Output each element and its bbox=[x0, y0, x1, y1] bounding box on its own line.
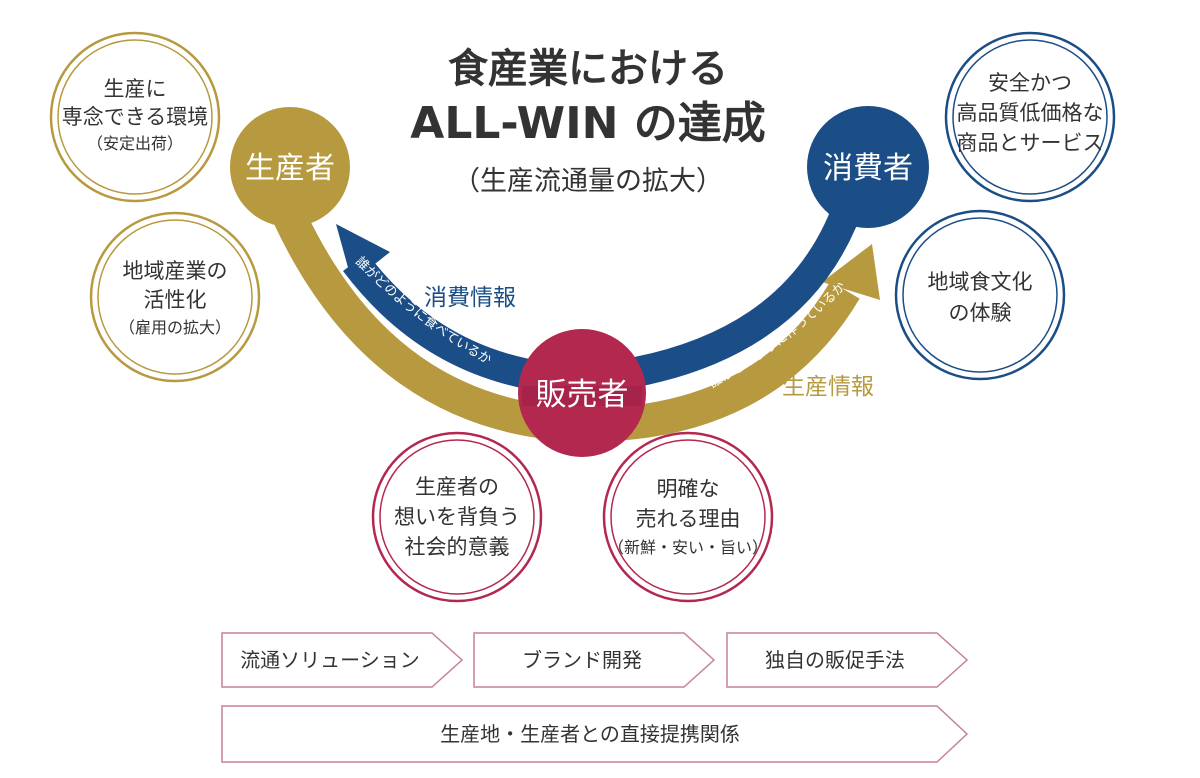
bubble-consumer-quality-line-1: 安全かつ bbox=[988, 71, 1072, 95]
solution-base-label: 生産地・生産者との直接提携関係 bbox=[440, 722, 740, 746]
solution-chevron-2-label: ブランド開発 bbox=[522, 648, 642, 672]
bubble-producer-region-line-1: 地域産業の bbox=[123, 259, 228, 283]
bubble-producer-environment: 生産に 専念できる環境 （安定出荷） bbox=[49, 31, 221, 203]
bubble-consumer-quality-line-2: 高品質低価格な bbox=[957, 101, 1104, 125]
bubble-consumer-quality-line-3: 商品とサービス bbox=[957, 131, 1104, 155]
consumption-flow-arrowhead bbox=[336, 224, 390, 282]
consumer-hub bbox=[807, 106, 929, 228]
solution-base-chevron: 生産地・生産者との直接提携関係 bbox=[221, 705, 969, 763]
bubble-consumer-culture-line-1: 地域食文化 bbox=[928, 270, 1033, 294]
seller-hub-band bbox=[522, 386, 642, 406]
title-line-1: 食産業における bbox=[448, 46, 728, 92]
solution-chevron-2: ブランド開発 bbox=[473, 632, 716, 688]
solution-chevron-3-label: 独自の販促手法 bbox=[765, 648, 905, 672]
solution-chevron-1: 流通ソリューション bbox=[221, 632, 464, 688]
consumer-hub-label: 消費者 bbox=[823, 151, 913, 186]
production-info-label: 生産情報 bbox=[782, 374, 874, 400]
bubble-seller-reason-line-1: 明確な bbox=[657, 477, 720, 501]
bubble-consumer-culture-line-2: の体験 bbox=[949, 301, 1012, 325]
seller-hub bbox=[518, 329, 646, 457]
producer-hub bbox=[230, 107, 350, 227]
bubble-seller-reason-line-2: 売れる理由 bbox=[636, 507, 741, 531]
bubble-consumer-quality: 安全かつ 高品質低価格な 商品とサービス bbox=[944, 31, 1116, 203]
bubble-seller-reason-sub: （新鮮・安い・旨い） bbox=[608, 538, 768, 557]
production-flow-arrowhead bbox=[822, 244, 880, 300]
bubble-seller-reason: 明確な 売れる理由 （新鮮・安い・旨い） bbox=[602, 431, 774, 603]
bubble-producer-environment-line-2: 専念できる環境 bbox=[62, 105, 209, 129]
bubble-producer-region: 地域産業の 活性化 （雇用の拡大） bbox=[89, 211, 261, 383]
bubble-seller-social-line-3: 社会的意義 bbox=[405, 535, 510, 559]
consumption-info-label: 消費情報 bbox=[424, 285, 516, 311]
bubble-producer-environment-sub: （安定出荷） bbox=[87, 134, 183, 153]
solution-chevron-3: 独自の販促手法 bbox=[726, 632, 969, 688]
bubble-seller-social-line-1: 生産者の bbox=[415, 475, 499, 499]
title-line-3: （生産流通量の拡大） bbox=[453, 166, 723, 197]
bubble-seller-social-line-2: 想いを背負う bbox=[394, 505, 520, 529]
producer-hub-label: 生産者 bbox=[245, 151, 335, 186]
solution-chevron-1-label: 流通ソリューション bbox=[240, 648, 420, 672]
bubble-consumer-culture: 地域食文化 の体験 bbox=[894, 209, 1066, 381]
title-line-2: ALL-WIN の達成 bbox=[410, 98, 765, 149]
bubble-producer-region-line-2: 活性化 bbox=[144, 288, 207, 312]
bubble-seller-social: 生産者の 想いを背負う 社会的意義 bbox=[371, 431, 543, 603]
bubble-producer-environment-line-1: 生産に bbox=[104, 77, 167, 101]
bubble-producer-region-sub: （雇用の拡大） bbox=[119, 318, 231, 337]
seller-hub-label: 販売者 bbox=[536, 377, 629, 413]
